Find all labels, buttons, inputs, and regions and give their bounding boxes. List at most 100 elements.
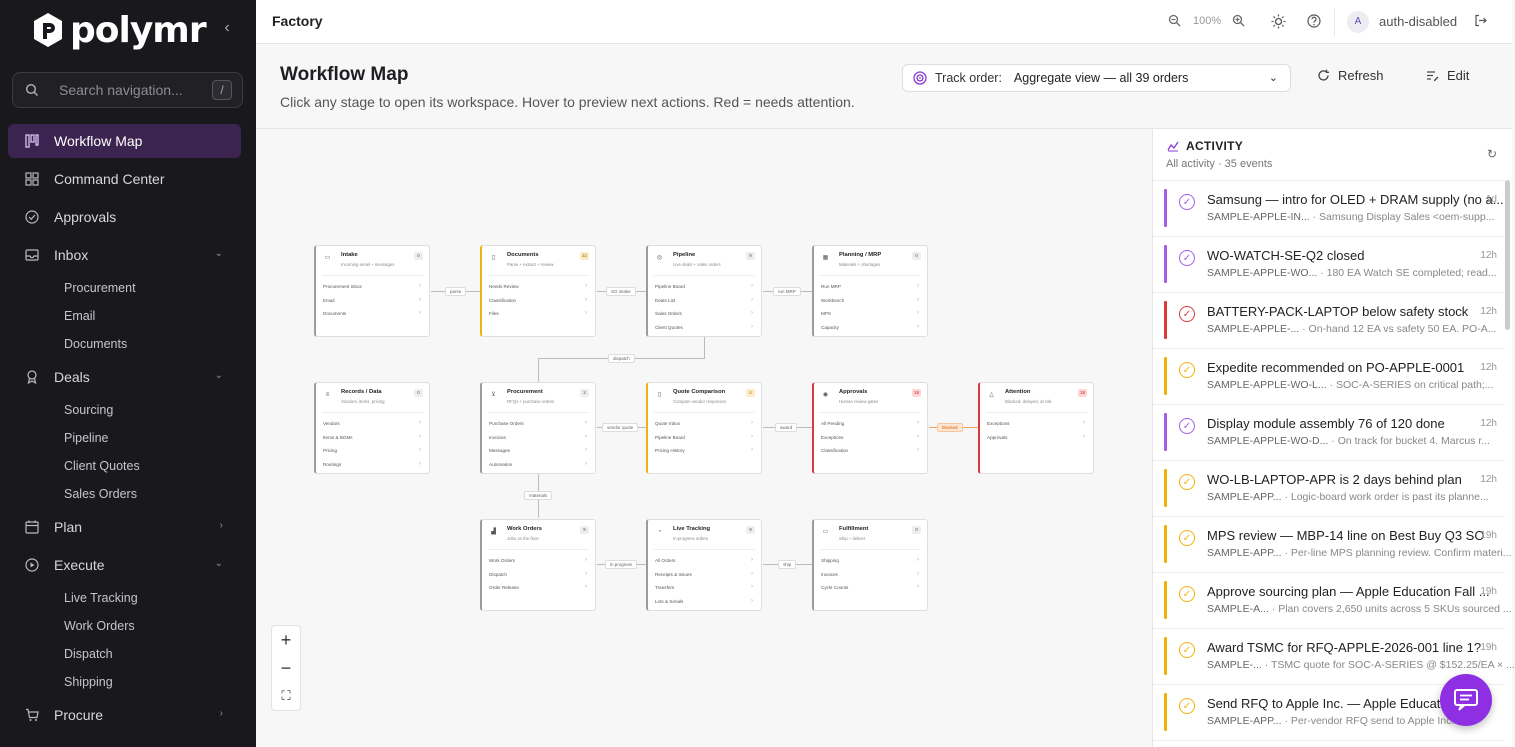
nav-deals[interactable]: Deals ⌄ — [8, 360, 241, 394]
stage-attention[interactable]: △ Attention Blocked, delayed, at risk 18… — [978, 382, 1094, 474]
nav-sub-pipeline[interactable]: Pipeline — [64, 431, 109, 445]
stage-link[interactable]: Order Release — [489, 581, 589, 595]
stage-link[interactable]: Sales Orders — [655, 307, 755, 321]
stage-link[interactable]: Needs Review — [489, 280, 589, 294]
stage-link[interactable]: Exceptions — [987, 417, 1087, 431]
activity-item-ref[interactable]: SAMPLE-APP... — [1207, 547, 1282, 559]
nav-execute[interactable]: Execute ⌄ — [8, 548, 241, 582]
activity-item-ref[interactable]: SAMPLE-APPLE-WO-L... — [1207, 379, 1327, 391]
stage-link[interactable]: Client Quotes — [655, 321, 755, 335]
activity-item-ref[interactable]: SAMPLE-APPLE-WO-D... — [1207, 435, 1329, 447]
nav-sub-sales-orders[interactable]: Sales Orders — [64, 487, 137, 501]
stage-link[interactable]: Exceptions — [821, 431, 921, 445]
stage-procurement[interactable]: ⊻ Procurement RFQs + purchase orders 3 P… — [480, 382, 596, 474]
collapse-sidebar-icon[interactable]: ‹ — [224, 19, 230, 36]
nav-sub-shipping[interactable]: Shipping — [64, 675, 113, 689]
nav-inbox[interactable]: Inbox ⌄ — [8, 238, 241, 272]
stage-work-orders[interactable]: ▟ Work Orders Jobs on the floor 9 Work O… — [480, 519, 596, 611]
edit-button[interactable]: Edit — [1426, 68, 1469, 83]
stage-link[interactable]: Classification — [489, 294, 589, 308]
stage-link[interactable]: Transfers — [655, 581, 755, 595]
stage-link[interactable]: Receipts & Issues — [655, 568, 755, 582]
nav-command-center[interactable]: Command Center — [8, 162, 241, 196]
stage-link[interactable]: Pipeline Board — [655, 280, 755, 294]
stage-link[interactable]: Capacity — [821, 321, 921, 335]
stage-planning[interactable]: ▦ Planning / MRP Materials + shortages 0… — [812, 245, 928, 337]
nav-sub-sourcing[interactable]: Sourcing — [64, 403, 114, 417]
refresh-button[interactable]: Refresh — [1317, 68, 1384, 83]
refresh-icon[interactable]: ↻ — [1486, 147, 1497, 161]
nav-workflow-map[interactable]: Workflow Map — [8, 124, 241, 158]
chat-button[interactable] — [1440, 674, 1492, 726]
stage-link[interactable]: Email — [323, 294, 423, 308]
avatar[interactable]: A — [1347, 11, 1369, 33]
activity-item-ref[interactable]: SAMPLE-APP... — [1207, 491, 1282, 503]
stage-link[interactable]: Workbench — [821, 294, 921, 308]
nav-sub-work-orders[interactable]: Work Orders — [64, 619, 135, 633]
activity-item-ref[interactable]: SAMPLE-A... — [1207, 603, 1269, 615]
nav-plan[interactable]: Plan › — [8, 510, 241, 544]
stage-link[interactable]: Procurement Inbox — [323, 280, 423, 294]
stage-link[interactable]: Cycle Counts — [821, 581, 921, 595]
workflow-canvas[interactable]: parse SO intake run MRP dispatch vendor … — [256, 129, 1152, 747]
zoom-in-button[interactable]: + — [280, 630, 292, 650]
stage-approvals[interactable]: ◉ Approvals Human review gates 18 All Pe… — [812, 382, 928, 474]
stage-link[interactable]: Pipeline Board — [655, 431, 755, 445]
stage-intake[interactable]: ▭ Intake Incoming email + messages 0 Pro… — [314, 245, 430, 337]
stage-link[interactable]: Approvals — [987, 431, 1087, 445]
activity-item-ref[interactable]: SAMPLE-APPLE-... — [1207, 323, 1300, 335]
activity-item[interactable]: ✓Approve sourcing plan — Apple Education… — [1153, 573, 1512, 629]
nav-sub-procurement[interactable]: Procurement — [64, 281, 136, 295]
stage-link[interactable]: Purchase Orders — [489, 417, 589, 431]
track-order-select[interactable]: Track order: Aggregate view — all 39 ord… — [902, 64, 1291, 92]
nav-sub-documents[interactable]: Documents — [64, 337, 128, 351]
logout-icon[interactable] — [1472, 14, 1488, 30]
help-icon[interactable] — [1306, 14, 1322, 30]
fit-view-icon[interactable]: ⛶ — [281, 688, 291, 703]
activity-item[interactable]: ✓Send RFQ to Apple Inc. — Apple Educatio… — [1153, 685, 1505, 741]
nav-sub-dispatch[interactable]: Dispatch — [64, 647, 113, 661]
activity-item-ref[interactable]: SAMPLE-APP... — [1207, 715, 1282, 727]
stage-link[interactable]: Dispatch — [489, 568, 589, 582]
activity-item[interactable]: ✓Award TSMC for RFQ-APPLE-2026-001 line … — [1153, 629, 1515, 685]
stage-live-tracking[interactable]: ◔ Live Tracking In-progress orders 9 All… — [646, 519, 762, 611]
stage-link[interactable]: Lots & Serials — [655, 595, 755, 609]
logo[interactable]: polymr — [32, 10, 207, 51]
activity-item[interactable]: ✓Samsung — intro for OLED + DRAM supply … — [1153, 181, 1505, 237]
nav-procure[interactable]: Procure › — [8, 698, 241, 732]
nav-approvals[interactable]: Approvals — [8, 200, 241, 234]
stage-link[interactable]: Items & BOMs — [323, 431, 423, 445]
stage-link[interactable]: Pricing — [323, 444, 423, 458]
stage-link[interactable]: All Orders — [655, 554, 755, 568]
stage-records[interactable]: ≡ Records / Data Vendors, items, pricing… — [314, 382, 430, 474]
stage-link[interactable]: MPS — [821, 307, 921, 321]
stage-documents[interactable]: ▯ Documents Parse + extract + review 32 … — [480, 245, 596, 337]
zoom-out-button[interactable]: − — [280, 658, 292, 678]
search-input[interactable]: Search navigation... / — [12, 72, 243, 108]
stage-link[interactable]: Routings — [323, 458, 423, 472]
stage-link[interactable]: Run MRP — [821, 280, 921, 294]
stage-link[interactable]: Vendors — [323, 417, 423, 431]
activity-item-ref[interactable]: SAMPLE-APPLE-WO... — [1207, 267, 1318, 279]
nav-sub-client-quotes[interactable]: Client Quotes — [64, 459, 140, 473]
stage-link[interactable]: Automation — [489, 458, 589, 472]
scrollbar[interactable] — [1505, 180, 1510, 330]
zoom-out-icon[interactable] — [1166, 14, 1182, 30]
stage-link[interactable]: Shipping — [821, 554, 921, 568]
stage-link[interactable]: Messages — [489, 444, 589, 458]
stage-link[interactable]: Documents — [323, 307, 423, 321]
nav-sub-live-tracking[interactable]: Live Tracking — [64, 591, 138, 605]
stage-link[interactable]: Pricing History — [655, 444, 755, 458]
stage-link[interactable]: Quote Inbox — [655, 417, 755, 431]
stage-link[interactable]: Files — [489, 307, 589, 321]
stage-link[interactable]: Deals List — [655, 294, 755, 308]
nav-sub-email[interactable]: Email — [64, 309, 96, 323]
stage-quote-comparison[interactable]: ▯ Quote Comparison Compare vendor respon… — [646, 382, 762, 474]
stage-fulfillment[interactable]: ▭ Fulfillment Ship + deliver 0 Shipping … — [812, 519, 928, 611]
activity-item-ref[interactable]: SAMPLE-... — [1207, 659, 1262, 671]
activity-item[interactable]: ✓MPS review — MBP-14 line on Best Buy Q3… — [1153, 517, 1511, 573]
